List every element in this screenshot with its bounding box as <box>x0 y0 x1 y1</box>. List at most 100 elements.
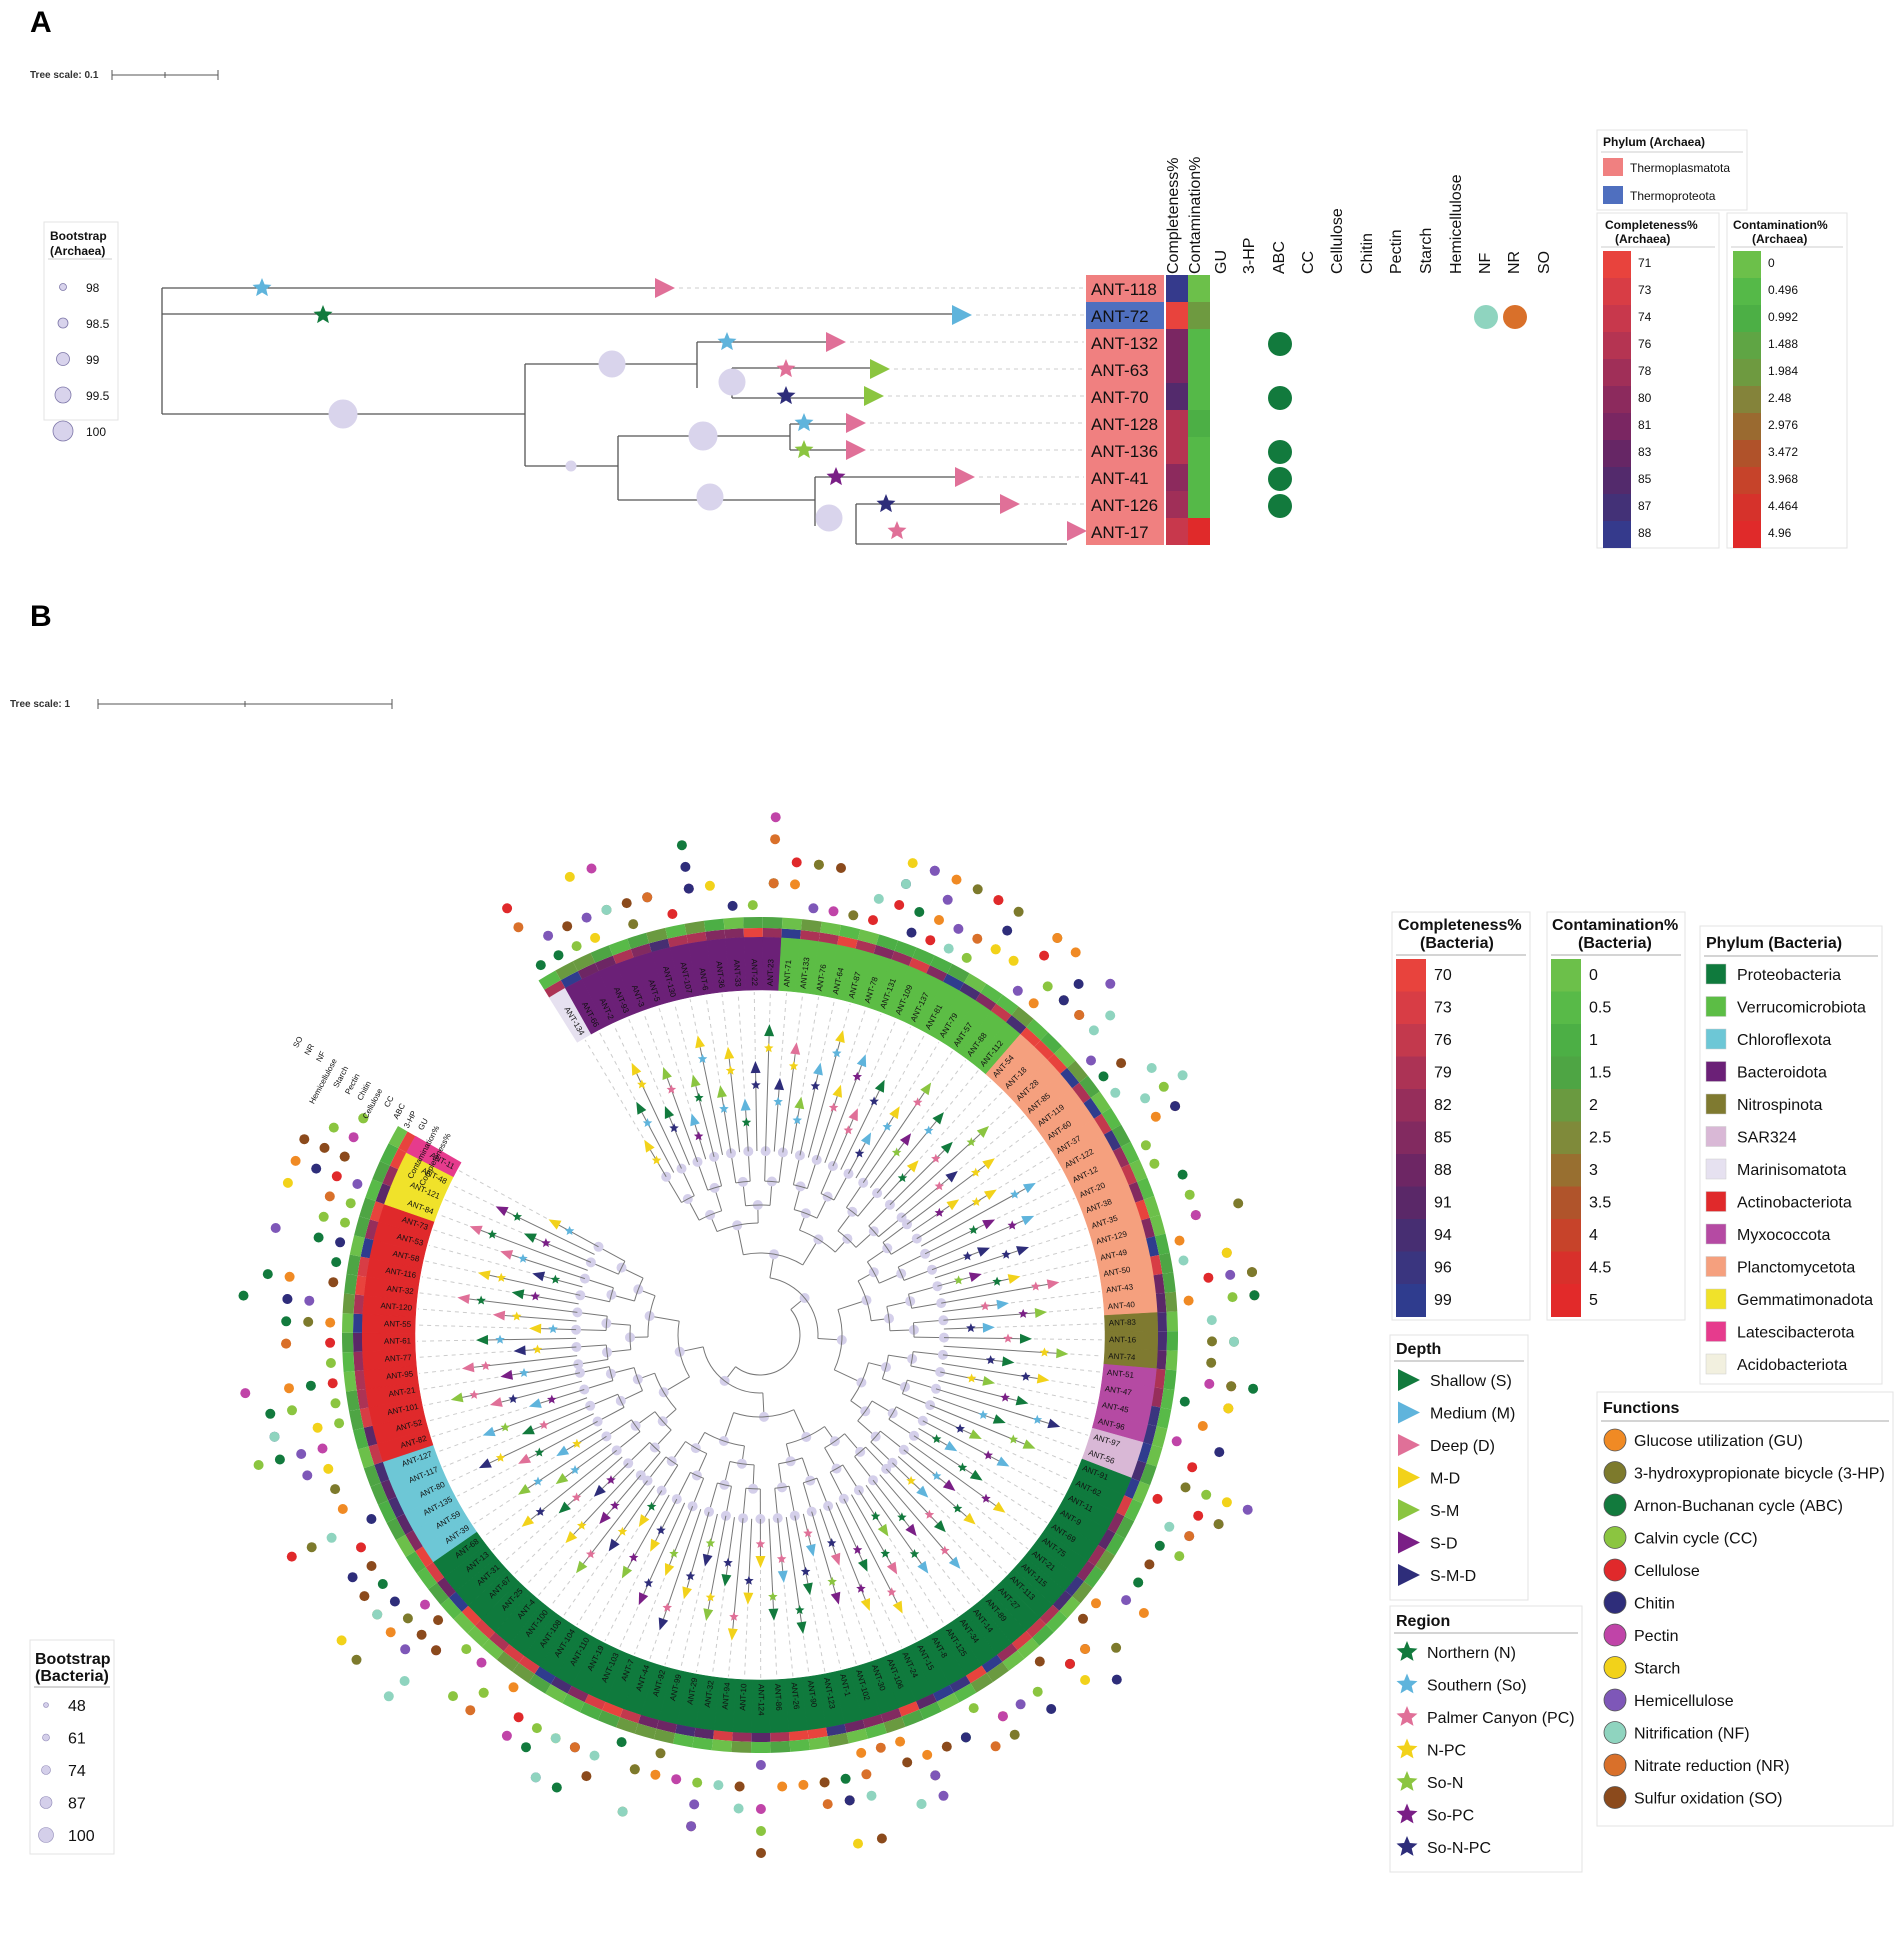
scale-value: 94 <box>1434 1227 1452 1244</box>
tip-leader-line <box>419 1368 460 1374</box>
depth-marker <box>933 1520 946 1533</box>
column-header: Pectin <box>1388 230 1405 274</box>
contamination-cell <box>1079 1075 1100 1098</box>
scale-value: 80 <box>1638 391 1652 405</box>
function-dot <box>1042 981 1053 992</box>
region-marker <box>800 1566 811 1576</box>
function-dot <box>420 1599 430 1610</box>
genome-label: ANT-71 <box>782 959 793 987</box>
scale-value: 0.496 <box>1768 283 1798 297</box>
tree-branch <box>644 1490 663 1518</box>
region-marker <box>776 359 796 378</box>
function-dot <box>253 1460 264 1470</box>
function-dot <box>502 903 513 914</box>
depth-marker <box>1034 1307 1048 1318</box>
depth-marker <box>638 1514 650 1527</box>
ring-header: ABC <box>391 1102 407 1121</box>
genome-label: ANT-124 <box>757 1684 766 1716</box>
contamination-cell <box>342 1313 354 1333</box>
bootstrap-size-marker <box>42 1733 50 1742</box>
completeness-cell <box>909 957 930 974</box>
tip-leader-line <box>1016 1362 1102 1373</box>
tip-leader-line <box>711 1588 725 1675</box>
region-swatch <box>1396 1641 1418 1661</box>
completeness-cell <box>762 928 782 938</box>
contamination-cell <box>378 1500 397 1523</box>
completeness-cell <box>584 1694 606 1711</box>
contamination-cell <box>1124 1499 1143 1522</box>
phylum-label: Verrucomicrobiota <box>1737 1000 1866 1017</box>
completeness-cell <box>359 1407 373 1428</box>
tip-leader-line <box>1049 1307 1102 1313</box>
completeness-cell <box>880 1708 902 1723</box>
region-marker <box>532 1344 543 1354</box>
phylum-swatch <box>1705 1061 1727 1082</box>
phylum-swatch-thermoproteota <box>1603 186 1623 204</box>
tip-leader-line <box>1037 1448 1078 1467</box>
tree-branch <box>669 1116 690 1166</box>
region-marker <box>1018 1308 1028 1318</box>
function-dot <box>590 932 601 943</box>
function-dot <box>1187 1462 1198 1473</box>
archaea-tree <box>161 278 1091 545</box>
scale-value: 3.968 <box>1768 472 1798 486</box>
function-dot <box>953 923 964 934</box>
region-marker <box>533 1476 543 1486</box>
depth-marker <box>755 1555 766 1568</box>
bootstrap-node-marker <box>843 1168 854 1179</box>
contamination-cell <box>1146 1444 1163 1467</box>
completeness-cell <box>374 1461 390 1483</box>
tip-leader-line <box>783 1584 794 1677</box>
bootstrap-title: Bootstrap <box>35 1651 111 1668</box>
tree-branch <box>654 1373 677 1410</box>
region-marker <box>1031 1281 1041 1291</box>
tip-leader-line <box>1030 1403 1093 1421</box>
contamination-cell <box>379 1143 399 1166</box>
function-dot <box>990 944 1001 955</box>
scale-value: 76 <box>1638 337 1652 351</box>
scale-value: 83 <box>1638 445 1652 459</box>
phylum-swatch <box>1705 1223 1727 1245</box>
column-header: Starch <box>1418 228 1435 274</box>
completeness-cell <box>1006 1015 1027 1035</box>
tip-leader-line <box>432 1406 528 1438</box>
contamination-cell <box>919 1701 942 1720</box>
contamination-cell <box>846 1728 868 1744</box>
function-dot <box>1223 1403 1234 1414</box>
completeness-cell <box>1141 1217 1155 1239</box>
completeness-cell <box>353 1351 364 1372</box>
function-dot <box>1201 1489 1212 1500</box>
contamination-cell <box>453 1611 476 1634</box>
function-dot <box>1174 1235 1185 1246</box>
contamination-legend-subtitle: (Bacteria) <box>1578 935 1652 952</box>
tip-leader-line <box>885 1026 911 1079</box>
bootstrap-node-marker <box>927 1264 937 1275</box>
depth-marker <box>565 1531 578 1544</box>
function-label: Glucose utilization (GU) <box>1634 1433 1803 1450</box>
depth-marker <box>874 1079 885 1093</box>
tree-branch <box>606 1419 632 1437</box>
function-dot <box>571 941 582 952</box>
region-marker <box>886 1587 897 1597</box>
region-marker <box>725 1065 736 1075</box>
contamination-cell <box>545 1684 568 1704</box>
function-dot <box>866 1790 877 1801</box>
depth-marker <box>946 1199 960 1211</box>
depth-marker <box>478 1458 492 1469</box>
function-dot <box>335 1237 346 1248</box>
function-dot <box>400 1644 411 1655</box>
region-marker <box>869 1096 879 1106</box>
contamination-cell <box>608 938 631 956</box>
contamination-cell <box>344 1273 358 1295</box>
scale-swatch <box>1733 305 1761 332</box>
bootstrap-node-marker <box>688 421 718 451</box>
tree-branch <box>525 1346 577 1351</box>
function-dot <box>319 1142 330 1153</box>
function-dot <box>667 909 678 919</box>
completeness-cell <box>751 1732 771 1743</box>
depth-marker <box>664 1105 675 1119</box>
completeness-cell <box>724 928 744 939</box>
region-marker <box>934 1207 945 1217</box>
function-dot <box>1164 1521 1175 1532</box>
